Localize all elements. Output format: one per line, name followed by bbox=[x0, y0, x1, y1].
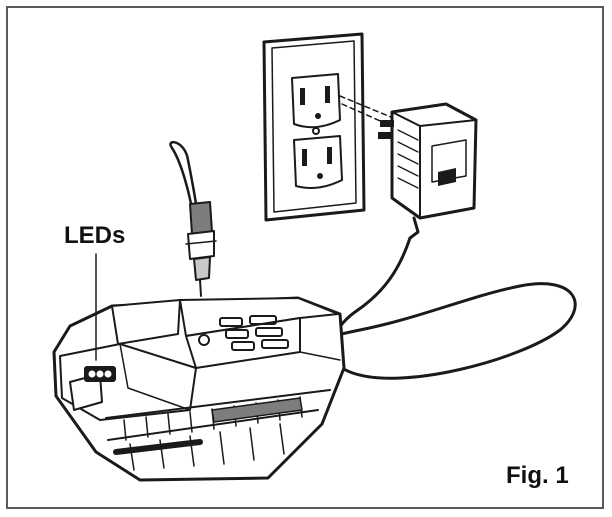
charging-cord bbox=[268, 236, 577, 380]
battery-buttons bbox=[198, 315, 289, 351]
wall-outlet bbox=[262, 32, 366, 222]
leds-label: LEDs bbox=[64, 222, 126, 249]
plug-connector bbox=[169, 140, 217, 321]
led-indicators bbox=[84, 366, 116, 382]
outlet-slots bbox=[300, 86, 332, 166]
battery-pack bbox=[52, 253, 346, 482]
figure-label: Fig. 1 bbox=[506, 462, 569, 489]
ac-adapter bbox=[378, 102, 478, 240]
